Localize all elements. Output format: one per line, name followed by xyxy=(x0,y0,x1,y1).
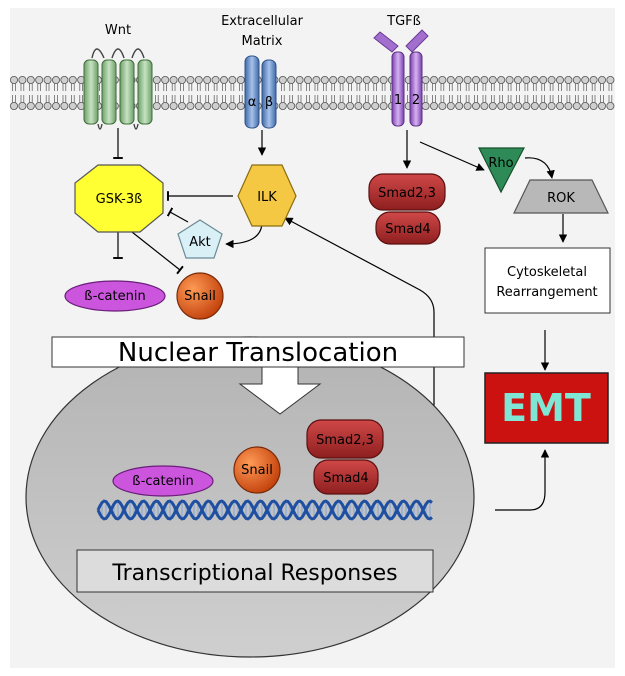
rok-label: ROK xyxy=(547,191,575,206)
integrin-beta-label: β xyxy=(265,95,273,110)
snail-node xyxy=(176,272,224,320)
smad23-node xyxy=(368,173,446,211)
emt-box xyxy=(484,372,609,444)
nucleus-snail-node xyxy=(233,446,281,494)
rho-node xyxy=(478,147,525,194)
nucleus-smad4-label: Smad4 xyxy=(323,471,368,486)
receptor-1-label: 1 xyxy=(394,93,402,108)
ecm-label-line1: Extracellular xyxy=(221,14,304,29)
smad4-node xyxy=(375,211,441,245)
beta-catenin-node xyxy=(64,280,166,312)
receptor-2-label: 2 xyxy=(412,93,420,108)
nucleus-smad23-node xyxy=(306,419,384,459)
nucleus-smad4-node xyxy=(313,459,379,495)
transcriptional-responses-label: Transcriptional Responses xyxy=(111,561,397,586)
gsk3b-label: GSK-3ß xyxy=(96,192,143,207)
tgfb-label: TGFß xyxy=(386,14,421,29)
nucleus-snail-label: Snail xyxy=(241,463,273,478)
wnt-receptor xyxy=(83,48,153,130)
rho-label: Rho xyxy=(488,156,513,171)
beta-catenin-label: ß-catenin xyxy=(84,289,145,304)
smad4-label: Smad4 xyxy=(385,222,430,237)
ecm-label-line2: Matrix xyxy=(242,34,283,49)
cyto-label-line1: Cytoskeletal xyxy=(507,265,587,280)
nuclear-translocation-label: Nuclear Translocation xyxy=(118,338,398,368)
akt-label: Akt xyxy=(189,235,211,250)
nucleus-smad23-label: Smad2,3 xyxy=(316,433,374,448)
nucleus-beta-catenin-label: ß-catenin xyxy=(132,474,193,489)
nucleus-beta-catenin-node xyxy=(112,465,214,497)
cytoskeletal-rearrangement-box xyxy=(484,247,611,314)
snail-label: Snail xyxy=(184,289,216,304)
transcriptional-responses-box xyxy=(76,549,434,593)
ilk-node xyxy=(237,164,297,227)
integrin-receptor xyxy=(244,55,277,129)
integrin-alpha-label: α xyxy=(248,95,257,110)
dna-helix xyxy=(96,499,433,521)
tgfb-receptor xyxy=(373,29,429,127)
emt-label: EMT xyxy=(501,386,591,430)
cyto-label-line2: Rearrangement xyxy=(496,285,597,300)
nuclear-translocation-box xyxy=(51,336,465,368)
rok-node xyxy=(513,179,609,214)
akt-node xyxy=(177,219,223,259)
gsk3b-node xyxy=(74,164,164,233)
ilk-label: ILK xyxy=(257,190,277,205)
smad23-label: Smad2,3 xyxy=(378,186,436,201)
wnt-label: Wnt xyxy=(105,23,131,38)
